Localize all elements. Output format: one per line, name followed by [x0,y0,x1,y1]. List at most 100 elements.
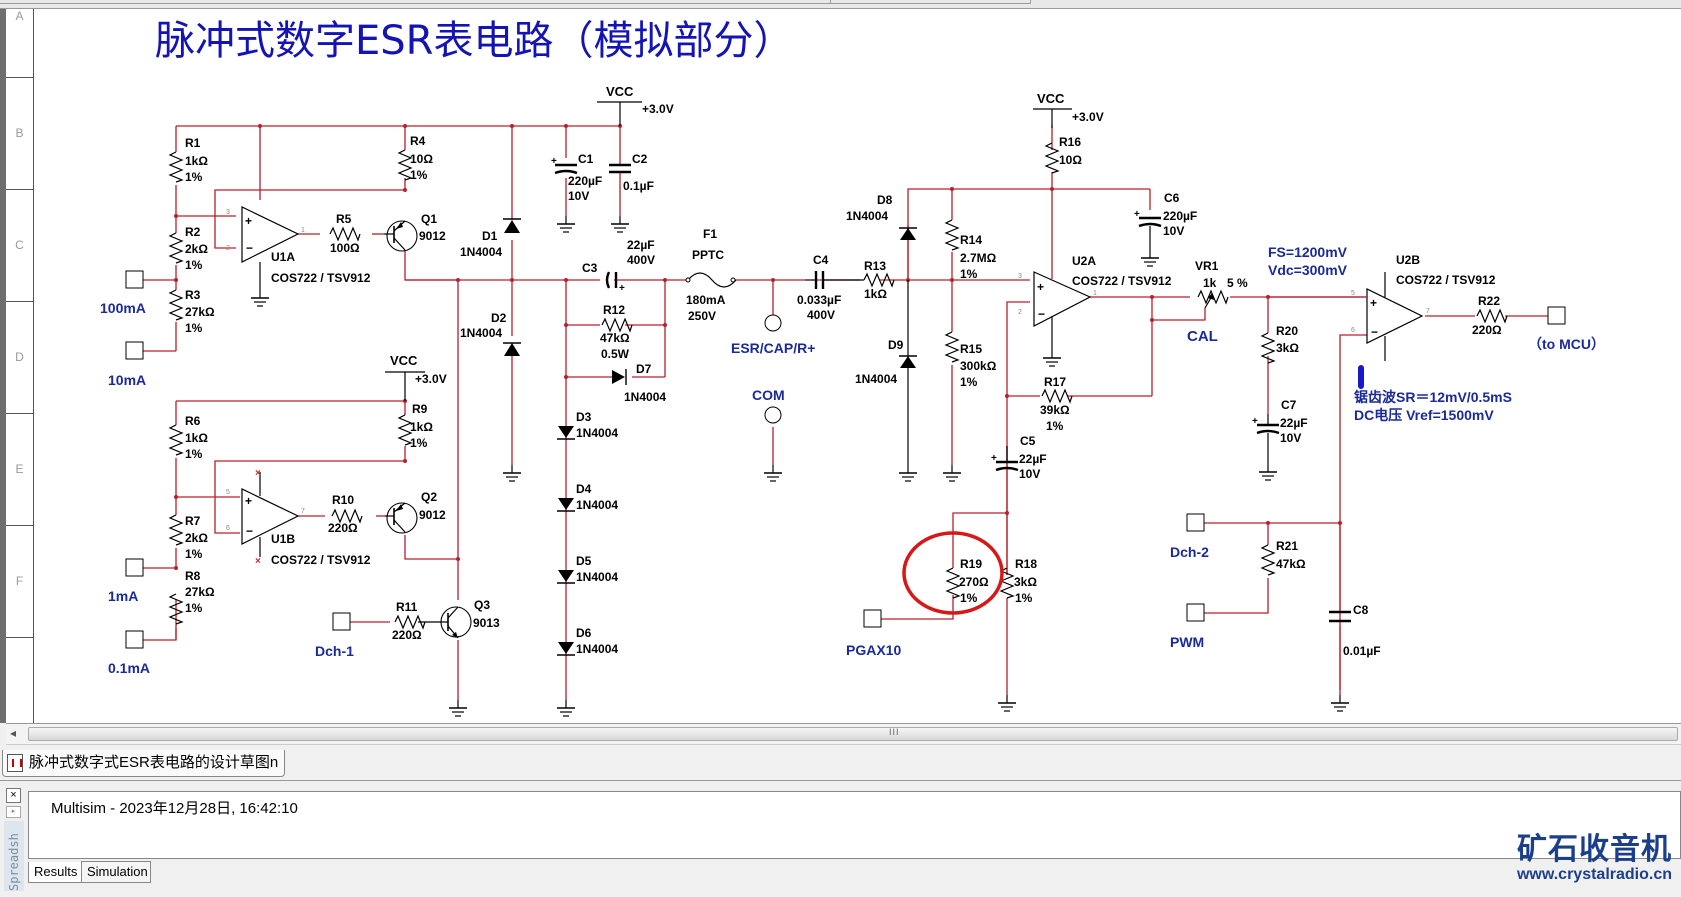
port-to-mcu[interactable] [1547,306,1566,325]
results-output[interactable]: Multisim - 2023年12月28日, 16:42:10 [28,791,1681,859]
svg-text:C6: C6 [1164,191,1180,205]
scrollbar-thumb[interactable]: III [28,727,1678,741]
svg-text:+: + [1252,416,1258,427]
port-dch1[interactable] [332,612,351,631]
ground-icon [898,464,918,482]
capacitor-c2[interactable]: C20.1µF [609,152,654,233]
svg-text:1N4004: 1N4004 [460,326,502,340]
svg-text:R14: R14 [960,233,982,247]
port-label-pwm: PWM [1170,634,1204,650]
port-1ma[interactable] [125,558,144,577]
tab-simulation[interactable]: Simulation [81,861,151,883]
schematic-drawing[interactable]: 脉冲式数字ESR表电路（模拟部分） [35,9,1681,721]
port-pgax10[interactable] [863,609,882,628]
port-01ma[interactable] [125,630,144,649]
watermark: 矿石收音机 www.crystalradio.cn [1512,834,1677,884]
svg-text:220Ω: 220Ω [328,521,358,535]
svg-text:1%: 1% [410,436,428,450]
svg-text:1: 1 [301,227,305,234]
svg-text:R7: R7 [185,514,201,528]
port-100ma[interactable] [125,270,144,289]
pin-icon[interactable]: ▸ [6,806,21,818]
terminal-esr[interactable] [764,314,782,332]
svg-text:+: + [245,494,252,508]
svg-text:10Ω: 10Ω [1059,153,1082,167]
port-10ma[interactable] [125,341,144,360]
svg-text:R5: R5 [336,212,352,226]
svg-text:1%: 1% [410,168,428,182]
tab-results[interactable]: Results [28,862,82,883]
svg-text:R16: R16 [1059,135,1081,149]
horizontal-scrollbar[interactable]: ◂ III [6,723,1681,745]
port-dch2[interactable] [1186,513,1205,532]
scroll-left-icon[interactable]: ◂ [10,726,17,740]
svg-text:10V: 10V [1163,224,1184,238]
svg-text:R19: R19 [960,557,982,571]
ruler-row-f: F [6,526,33,638]
port-pwm[interactable] [1186,603,1205,622]
capacitor-c8[interactable]: C80.01µF [1329,603,1381,658]
svg-text:R3: R3 [185,288,201,302]
svg-text:U1A: U1A [271,250,295,264]
close-icon[interactable]: × [6,788,21,803]
schematic-canvas[interactable] [0,9,1681,723]
svg-text:Q3: Q3 [474,598,490,612]
panel-title-vertical[interactable]: Spreadsh [4,821,24,891]
note-vdc: Vdc=300mV [1268,262,1348,278]
port-label-10ma: 10mA [108,372,146,388]
svg-text:R18: R18 [1015,557,1037,571]
svg-text:C1: C1 [578,152,594,166]
svg-text:COS722 / TSV912: COS722 / TSV912 [1072,274,1172,288]
svg-text:220µF: 220µF [568,174,602,188]
document-tab[interactable]: 脉冲式数字式ESR表电路的设计草图n [2,750,286,777]
svg-text:C8: C8 [1353,603,1369,617]
terminal-com[interactable] [764,406,782,424]
